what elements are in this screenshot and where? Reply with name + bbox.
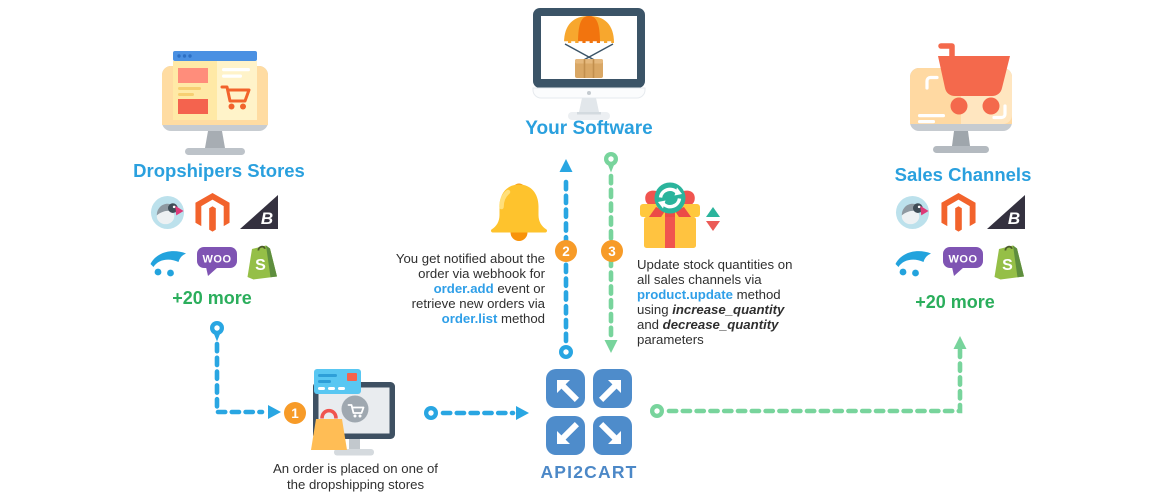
decrease-quantity-param: decrease_quantity — [662, 317, 779, 332]
your-software-monitor-icon — [532, 8, 646, 120]
step1-badge: 1 — [284, 402, 306, 424]
connector-stores-to-order — [210, 321, 281, 419]
sales-channels-monitor-icon — [910, 43, 1012, 153]
dropshippers-more-label: +20 more — [172, 288, 252, 308]
bigcommerce-icon: B — [987, 195, 1025, 229]
order-placed-monitor-icon — [311, 369, 395, 456]
notification-bell-icon — [490, 183, 548, 241]
woocommerce-icon: WOO — [197, 247, 237, 277]
connector-api2cart-to-sales — [650, 336, 967, 418]
increase-arrow-icon — [706, 207, 720, 217]
stock-update-gift-icon — [640, 182, 720, 248]
bigcommerce-icon: B — [240, 195, 278, 229]
cart-icon — [220, 85, 251, 110]
api2cart-label: API2CART — [540, 462, 638, 482]
sync-icon — [654, 182, 686, 214]
api2cart-logo — [546, 369, 632, 455]
shopify-icon: S — [246, 244, 278, 280]
cart-circle-icon — [341, 395, 369, 423]
svg-text:S: S — [255, 257, 266, 274]
dropshippers-platform-row-1: B — [150, 191, 278, 233]
svg-text:B: B — [261, 209, 273, 228]
dropshippers-title: Dropshipers Stores — [133, 160, 305, 181]
decrease-arrow-icon — [706, 221, 720, 231]
sales-more-label: +20 more — [915, 292, 995, 312]
dropshippers-platform-row-2: WOO S — [150, 241, 278, 283]
increase-quantity-param: increase_quantity — [672, 302, 785, 317]
svg-text:S: S — [1002, 257, 1013, 274]
dropshippers-store-monitor-icon — [162, 51, 268, 155]
woocommerce-icon: WOO — [943, 247, 983, 277]
parachute-crate-icon — [564, 16, 614, 78]
sales-platform-row-2: WOO S — [895, 241, 1025, 283]
sales-platform-row-1: B — [895, 191, 1025, 233]
svg-text:WOO: WOO — [949, 254, 978, 266]
step1-description: An order is placed on one of the dropshi… — [273, 461, 438, 492]
order-list-method: order.list — [441, 311, 498, 326]
product-update-method: product.update — [637, 287, 733, 302]
step3-description: Update stock quantities on all sales cha… — [637, 257, 793, 347]
svg-text:B: B — [1008, 209, 1020, 228]
connector-order-to-api2cart — [424, 406, 529, 420]
step2-description: You get notified about the order via web… — [395, 251, 545, 326]
shopify-icon: S — [993, 244, 1025, 280]
your-software-title: Your Software — [525, 118, 653, 139]
credit-card-icon — [314, 369, 361, 394]
svg-text:WOO: WOO — [203, 254, 232, 266]
step2-badge: 2 — [555, 240, 577, 262]
step3-badge: 3 — [601, 240, 623, 262]
sales-channels-title: Sales Channels — [894, 164, 1032, 185]
big-cart-icon — [938, 43, 1010, 115]
order-add-method: order.add — [433, 281, 494, 296]
shopping-bag-icon — [311, 408, 347, 450]
